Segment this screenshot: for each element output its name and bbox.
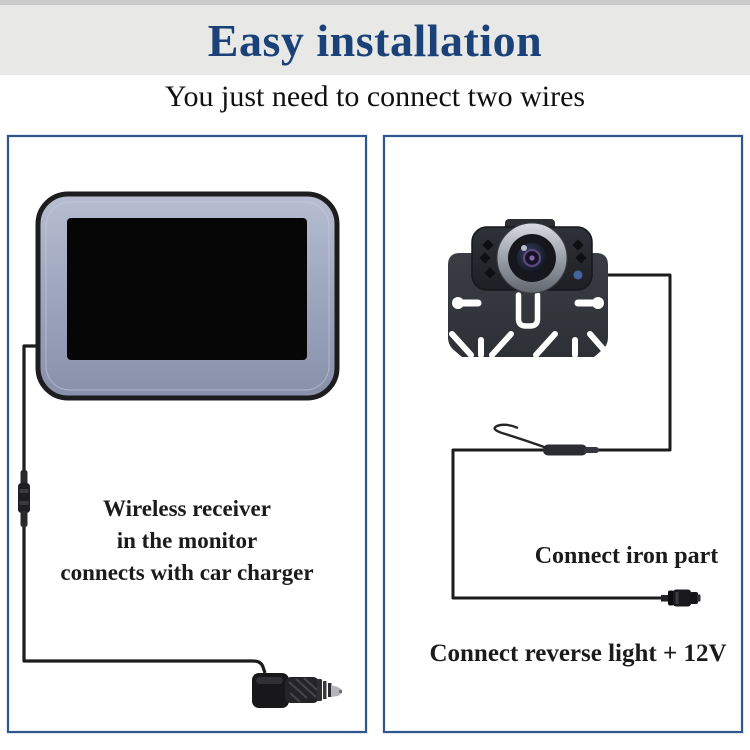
cable-inline-connector (18, 470, 30, 527)
reverse-light-label: Connect reverse light + 12V (429, 640, 727, 667)
camera-wiring-graphic (448, 219, 701, 607)
monitor-screen (67, 218, 307, 360)
subtitle: You just need to connect two wires (164, 80, 586, 113)
indicator-led (573, 270, 583, 280)
monitor-panel: Wireless receiver in the monitor connect… (7, 135, 367, 733)
power-cable (22, 344, 267, 674)
monitor-wiring-graphic (18, 191, 343, 708)
camera-graphic (471, 219, 593, 294)
bracket-slots (449, 292, 607, 358)
header-band: Easy installation (0, 5, 750, 75)
monitor-graphic (35, 191, 340, 401)
top-strip (0, 0, 750, 5)
page-title: Easy installation (207, 14, 543, 66)
caption-line: connects with car charger (60, 560, 314, 585)
camera-lens (496, 222, 568, 294)
monitor-caption: Wireless receiver in the monitor connect… (9, 493, 365, 589)
caption-line: Wireless receiver (103, 496, 271, 521)
caption-line: in the monitor (116, 528, 258, 553)
cable-splice-connector (543, 444, 599, 456)
car-charger-plug (252, 673, 343, 708)
camera-panel: Connect iron part Connect reverse light … (383, 135, 743, 733)
video-plug-connector (661, 589, 701, 607)
iron-part-label: Connect iron part (534, 543, 719, 569)
ground-hook-wire (493, 423, 549, 450)
